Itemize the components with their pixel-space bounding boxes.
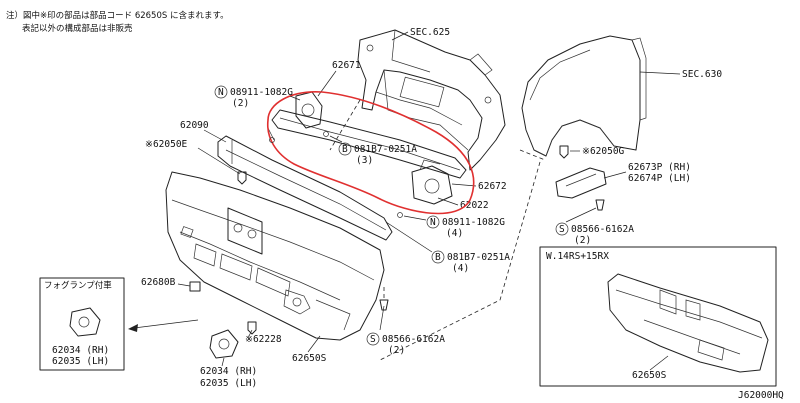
- inset-arrow: [133, 319, 199, 329]
- header-note-1: 注）図中※印の部品は部品コード 62650S に含まれます。: [6, 10, 229, 21]
- label-62050e: ※62050E: [145, 139, 188, 150]
- marker-n-top-letter: N: [218, 87, 224, 98]
- marker-b-top-letter: B: [342, 144, 348, 155]
- label-08911-top: 08911-1082G: [230, 87, 293, 98]
- radiator-core-support: [357, 29, 506, 171]
- marker-n-bottom-letter: N: [430, 217, 436, 228]
- label-sec630: SEC.630: [682, 69, 722, 80]
- bracket-62672: [411, 159, 453, 205]
- bracket-62673p: [555, 167, 607, 199]
- screw-08566-right: [595, 199, 605, 211]
- label-08566-bottom: 08566-6162A: [382, 334, 445, 345]
- clip-62050g: [559, 145, 569, 159]
- guide-dash-2: [329, 99, 361, 151]
- label-081b7-top-qty: (3): [356, 155, 373, 166]
- guide-dash-3: [519, 149, 546, 161]
- label-sec625: SEC.625: [410, 27, 450, 38]
- inset-title: フォグランプ付車: [44, 280, 112, 291]
- label-62674p: 62674P (LH): [628, 173, 691, 184]
- label-62034-bottom: 62034 (RH): [200, 366, 257, 377]
- bracket-62671: [295, 91, 323, 129]
- marker-b-bottom-letter: B: [435, 252, 441, 263]
- label-08566-right: 08566-6162A: [571, 224, 634, 235]
- grille-62090: [217, 135, 393, 241]
- label-08911-bottom-qty: (4): [446, 228, 463, 239]
- inset-fog-lamp: [39, 277, 125, 371]
- label-08911-bottom: 08911-1082G: [442, 217, 505, 228]
- label-62673p: 62673P (RH): [628, 162, 691, 173]
- marker-b-bottom: [431, 250, 445, 264]
- label-62680b: 62680B: [141, 277, 176, 288]
- marker-n-bottom: [426, 215, 440, 229]
- label-62050g: ※62050G: [582, 146, 625, 157]
- label-08566-right-qty: (2): [574, 235, 591, 246]
- label-62650s: 62650S: [292, 353, 327, 364]
- part-62680b: [189, 281, 201, 292]
- front-bumper-fascia: [165, 171, 385, 341]
- label-081b7-top: 081B7-0251A: [354, 144, 417, 155]
- label-62090: 62090: [180, 120, 209, 131]
- label-62035-inset: 62035 (LH): [52, 356, 109, 367]
- clip-62050e: [237, 171, 247, 185]
- highlight-outline: [267, 91, 475, 215]
- label-62228: ※62228: [245, 334, 282, 345]
- label-62672: 62672: [478, 181, 507, 192]
- front-fender: [521, 35, 647, 157]
- marker-s-right: [555, 222, 569, 236]
- label-08566-bottom-qty: (2): [388, 345, 405, 356]
- marker-s-bottom: [366, 332, 380, 346]
- label-081b7-bottom-qty: (4): [452, 263, 469, 274]
- screw-08566-bottom: [379, 299, 389, 311]
- guide-dash-1: [379, 161, 541, 361]
- label-08911-top-qty: (2): [232, 98, 249, 109]
- variant-inset: [539, 246, 777, 387]
- clip-62228: [247, 321, 257, 335]
- variant-part-label: 62650S: [632, 370, 667, 381]
- diagram-id: J62000HQ: [738, 390, 784, 401]
- marker-b-top: [338, 142, 352, 156]
- label-081b7-bottom: 081B7-0251A: [447, 252, 510, 263]
- marker-s-bottom-letter: S: [370, 334, 376, 345]
- label-62022: 62022: [460, 200, 489, 211]
- fog-lamp-bottom: [209, 329, 239, 359]
- variant-title: W.14RS+15RX: [546, 251, 609, 262]
- label-62034-inset: 62034 (RH): [52, 345, 109, 356]
- label-62671: 62671: [332, 60, 361, 71]
- header-note-2: 表記以外の構成部品は非販売: [22, 23, 133, 34]
- marker-s-right-letter: S: [559, 224, 565, 235]
- marker-n-top: [214, 85, 228, 99]
- label-62035-bottom: 62035 (LH): [200, 378, 257, 389]
